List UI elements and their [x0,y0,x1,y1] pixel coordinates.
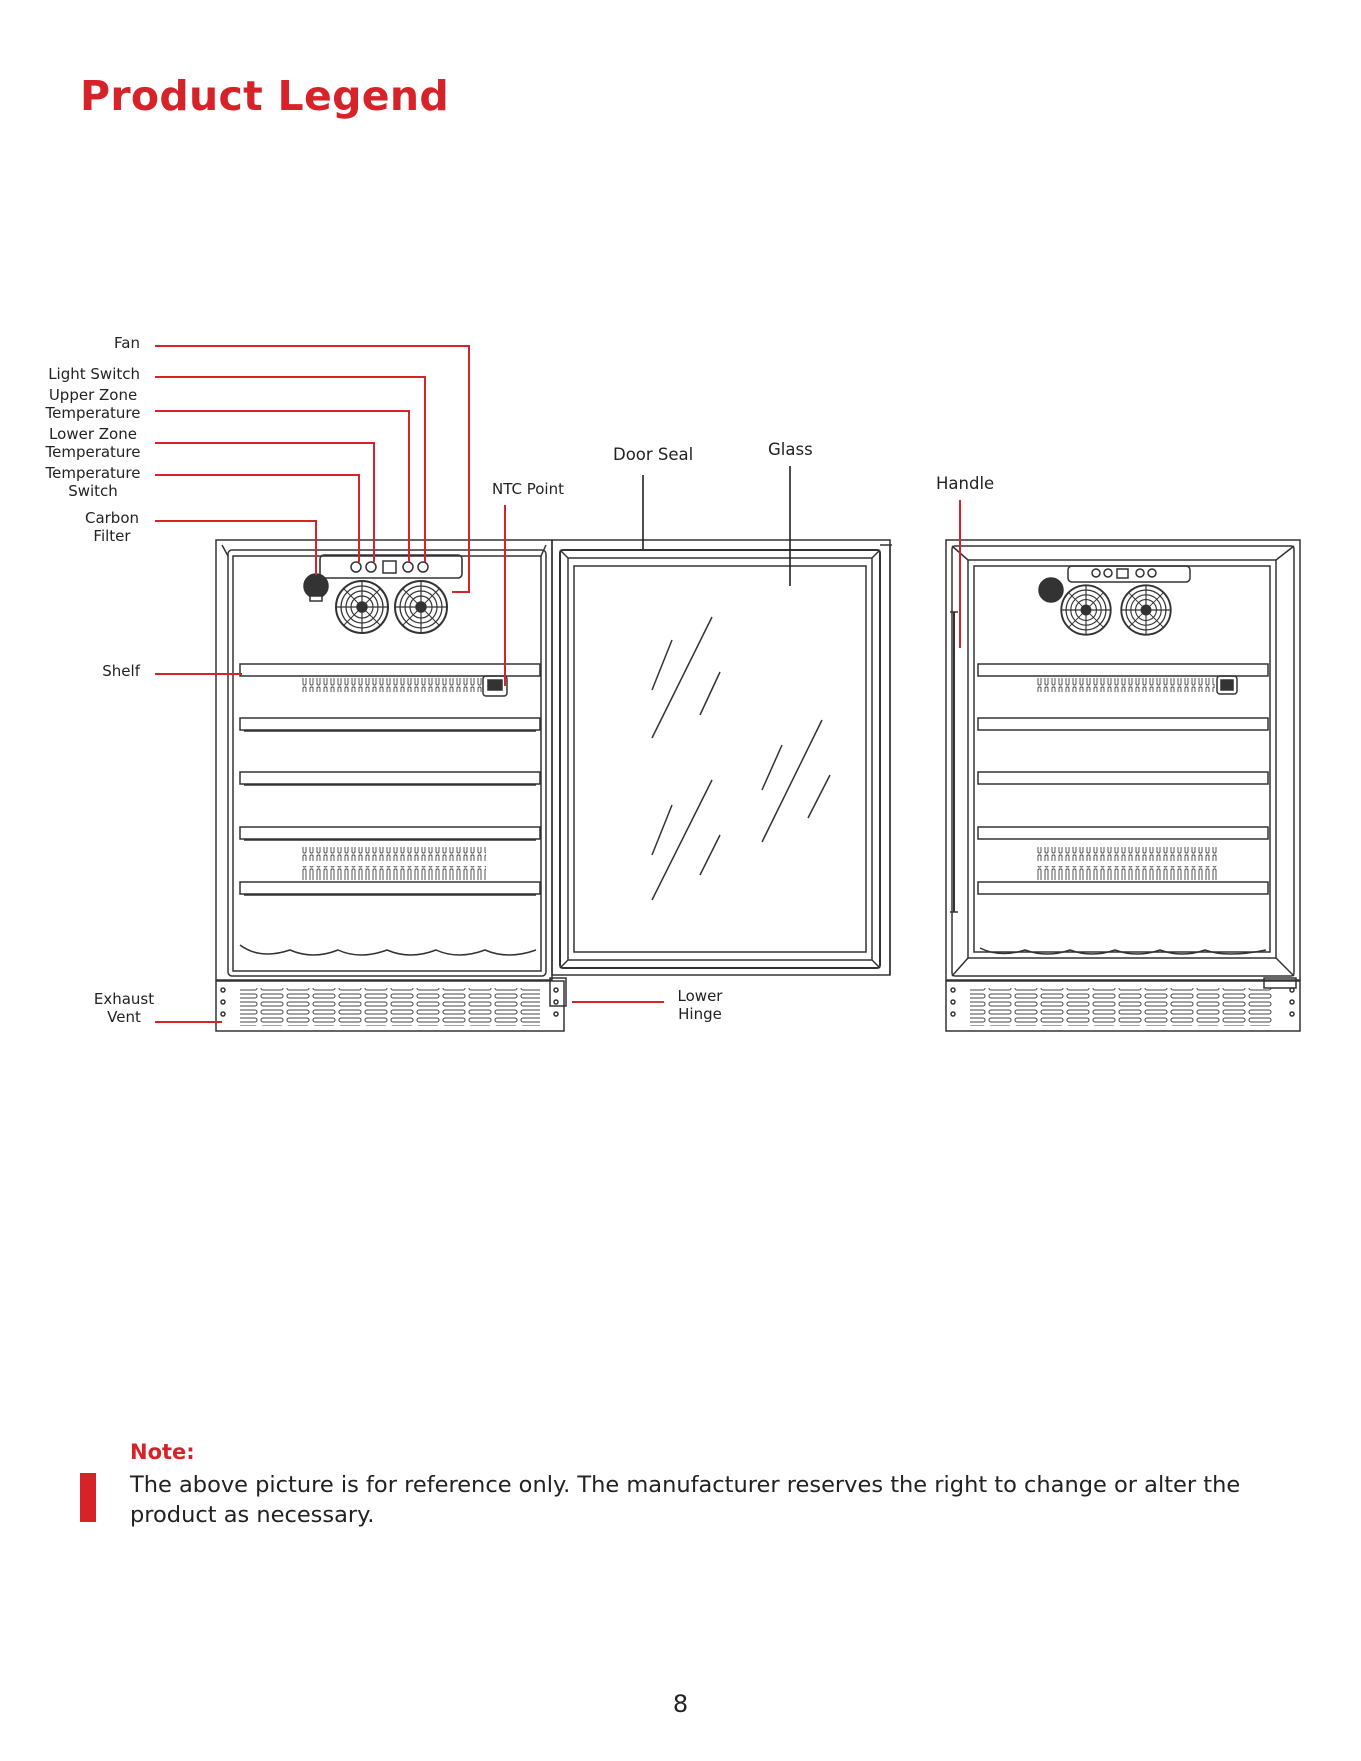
label-fan: Fan [114,334,140,352]
note-title: Note: [130,1440,195,1464]
label-door-seal: Door Seal [613,445,694,464]
label-shelf: Shelf [102,662,140,680]
product-diagram [155,345,1301,1032]
closed-cabinet [945,539,1301,1032]
label-ntc-point: NTC Point [492,480,564,498]
leader-light-switch [155,376,426,562]
leader-carbon-filter [155,520,317,575]
leader-fan [155,345,470,593]
note-text: The above picture is for reference only.… [130,1472,1241,1528]
page-title: Product Legend [80,72,449,120]
leader-lines [155,345,961,1023]
label-glass: Glass [768,440,813,459]
label-handle: Handle [936,474,995,493]
page-number: 8 [672,1690,689,1718]
leader-lower-zone [155,442,375,562]
leader-lines-black [642,466,791,586]
leader-temperature-switch [155,474,360,562]
open-cabinet [215,539,567,1032]
leader-upper-zone [155,410,410,562]
glass-door [551,539,892,976]
note-accent-bar [80,1473,96,1522]
label-light-switch: Light Switch [48,365,140,383]
